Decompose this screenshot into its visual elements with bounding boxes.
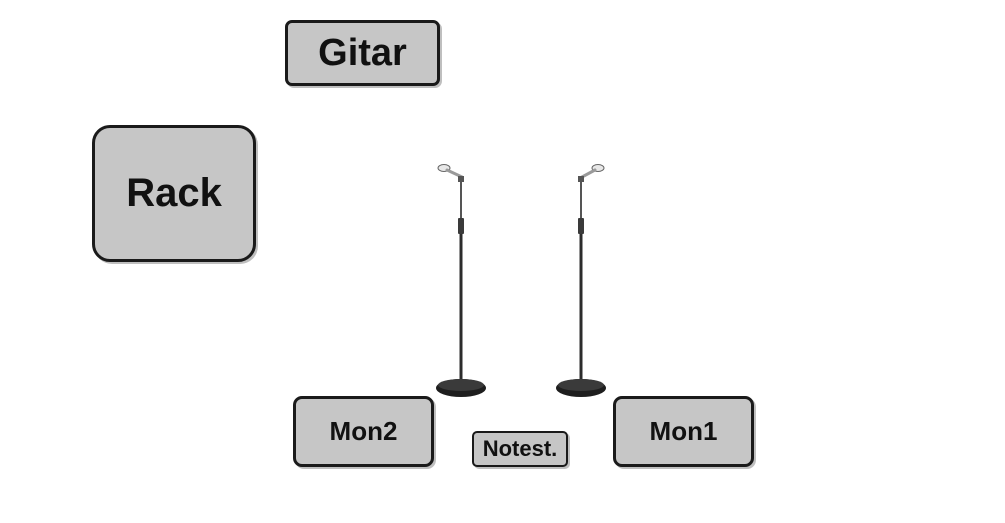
microphone-head-icon bbox=[437, 164, 464, 179]
mon1-box: Mon1 bbox=[613, 396, 754, 467]
rack-label: Rack bbox=[126, 171, 222, 215]
notest-box: Notest. bbox=[472, 431, 568, 467]
mic-stand-left-icon bbox=[436, 164, 486, 397]
mon2-label: Mon2 bbox=[329, 416, 398, 446]
mon2-box: Mon2 bbox=[293, 396, 434, 467]
rack-box: Rack bbox=[92, 125, 256, 262]
mic-stand-right-icon bbox=[556, 164, 606, 397]
gitar-box: Gitar bbox=[285, 20, 440, 86]
gitar-label: Gitar bbox=[318, 31, 407, 74]
mon1-label: Mon1 bbox=[649, 416, 718, 446]
notest-label: Notest. bbox=[482, 436, 558, 461]
microphone-head-icon bbox=[580, 164, 605, 179]
